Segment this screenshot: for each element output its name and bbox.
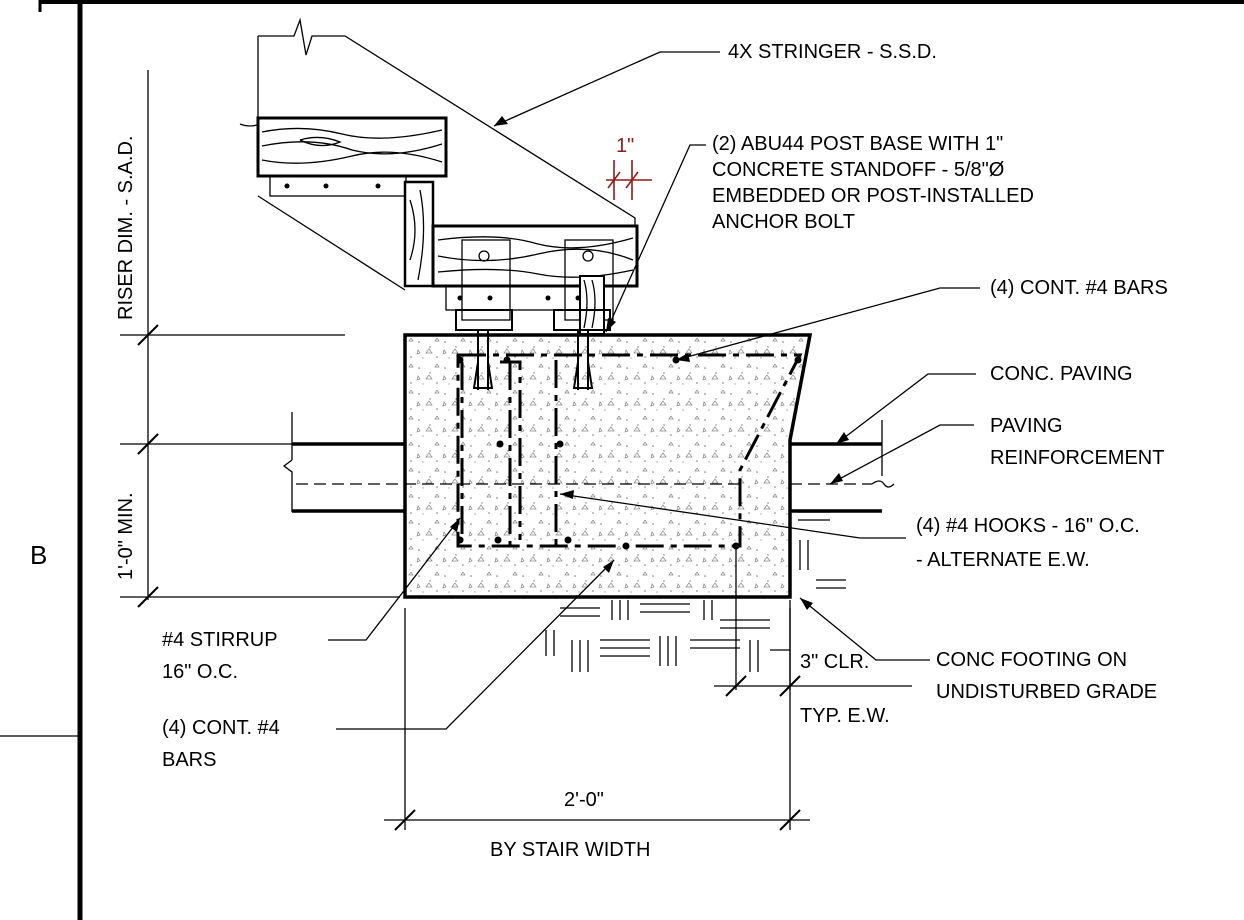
length-label: BY STAIR WIDTH <box>490 839 650 861</box>
footing-callout-line-2: UNDISTURBED GRADE <box>936 681 1157 703</box>
clear-cover-dimension <box>714 546 912 697</box>
footing-callout-line-1: CONC FOOTING ON <box>936 649 1127 671</box>
paving-right <box>790 420 895 513</box>
standoff-dimension <box>606 160 652 200</box>
cont-bars-top-callout: (4) CONT. #4 BARS <box>990 277 1168 299</box>
width-dimension <box>384 608 810 831</box>
stirrup-callout-line-2: 16" O.C. <box>162 661 238 683</box>
standoff-dim-label: 1" <box>616 135 634 157</box>
paving-reinf-callout-line-2: REINFORCEMENT <box>990 447 1164 469</box>
soil-hatching <box>545 511 846 672</box>
anchor-bolts <box>472 330 594 390</box>
post-base-callout-line-4: ANCHOR BOLT <box>712 211 855 233</box>
hooks-callout-line-1: (4) #4 HOOKS - 16" O.C. <box>916 515 1140 537</box>
min-depth-label: 1'-0" MIN. <box>115 492 137 580</box>
cont-bars-bottom-callout-line-1: (4) CONT. #4 <box>162 717 280 739</box>
leader-lines <box>328 51 980 730</box>
clear-cover-note: TYP. E.W. <box>800 705 890 727</box>
stringer-outline <box>239 17 636 291</box>
hooks-callout-line-2: - ALTERNATE E.W. <box>916 549 1090 571</box>
upper-tread <box>256 116 448 197</box>
conc-paving-callout: CONC. PAVING <box>990 363 1133 385</box>
stringer-callout: 4X STRINGER - S.S.D. <box>728 41 937 63</box>
grid-label: B <box>30 540 47 570</box>
reinforcement <box>456 353 803 550</box>
post-base-callout-line-3: EMBEDDED OR POST-INSTALLED <box>712 185 1034 207</box>
paving-reinf-callout-line-1: PAVING <box>990 415 1063 437</box>
riser-dim-label: RISER DIM. - S.A.D. <box>115 136 137 320</box>
paving-left <box>282 412 740 513</box>
width-label: 2'-0" <box>564 789 604 811</box>
lower-tread <box>403 180 639 311</box>
post-base-brackets <box>455 239 614 335</box>
stirrup-callout-line-1: #4 STIRRUP <box>162 629 278 651</box>
concrete-footing <box>403 333 813 599</box>
clear-cover-label: 3" CLR. <box>800 651 869 673</box>
post-base-callout-line-1: (2) ABU44 POST BASE WITH 1" <box>712 133 1003 155</box>
cont-bars-bottom-callout-line-2: BARS <box>162 749 216 771</box>
post-base-callout-line-2: CONCRETE STANDOFF - 5/8"Ø <box>712 159 1004 181</box>
vertical-dimensions <box>120 70 400 608</box>
